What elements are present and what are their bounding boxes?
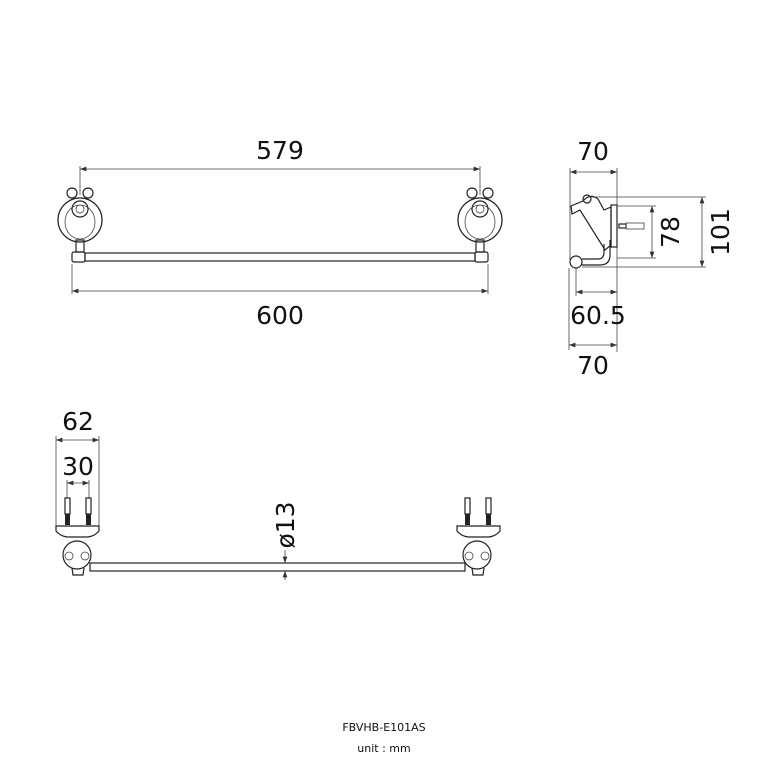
top-view: 62 30 ø13 <box>55 407 501 580</box>
dim-label-600: 600 <box>256 301 304 330</box>
towel-bar <box>84 252 476 262</box>
dim-label-101: 101 <box>706 208 735 256</box>
dim-label-30: 30 <box>62 452 94 481</box>
unit-label: unit : mm <box>357 742 410 755</box>
hook-body <box>570 195 612 251</box>
dim-label-70-bottom: 70 <box>577 351 609 380</box>
dim-label-70-top: 70 <box>577 137 609 166</box>
dim-label-579: 579 <box>256 136 304 165</box>
dim-label-62: 62 <box>62 407 94 436</box>
dim-label-78: 78 <box>656 216 685 248</box>
dim-label-diameter: ø13 <box>271 501 300 548</box>
side-view: 70 78 101 60.5 70 <box>568 137 735 380</box>
towel-bar-top <box>89 562 466 572</box>
dim-label-60-5: 60.5 <box>570 301 626 330</box>
model-number: FBVHB-E101AS <box>342 721 425 734</box>
front-view: 579 600 <box>57 136 503 330</box>
right-mount <box>456 497 501 576</box>
left-mount <box>55 497 100 576</box>
right-bracket <box>457 187 503 263</box>
left-bracket <box>57 187 103 263</box>
bar-end <box>569 255 583 269</box>
